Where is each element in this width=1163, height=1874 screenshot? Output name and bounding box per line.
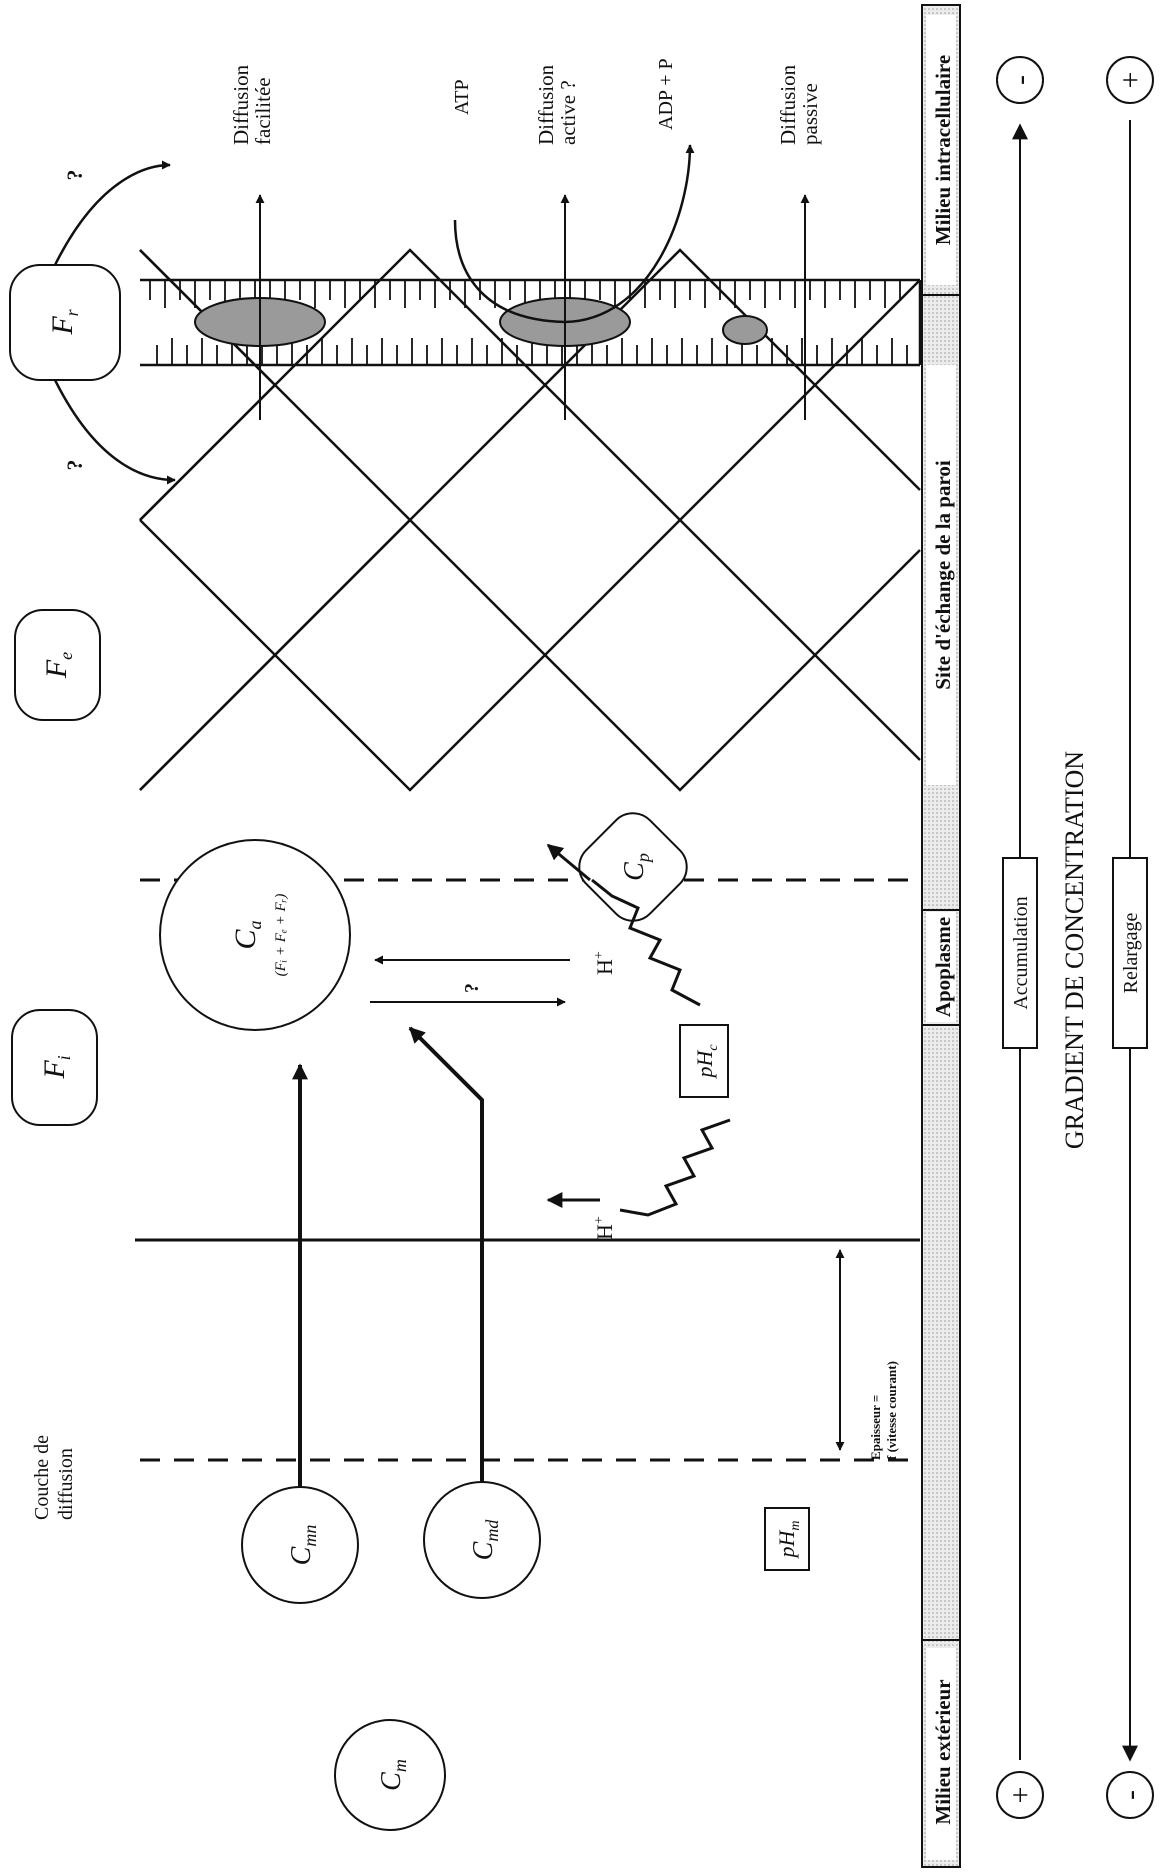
phc-symbol-sub: c [706,1044,721,1051]
cp-symbol-sub: p [633,853,653,864]
phm-symbol-sub: m [788,1520,803,1530]
cmn-symbol-base: C [286,1546,317,1565]
phc-symbol-base: pH [692,1050,717,1080]
fe-box: Fe [15,610,100,720]
cm-symbol-sub: m [390,1759,410,1772]
diffusion-facilitee-label-2: facilitée [251,77,275,145]
phc-box: pHc [680,1025,728,1097]
fi-symbol-sub: i [54,1055,74,1060]
accumulation-minus-text: - [1004,75,1037,85]
passive-pore [723,316,767,344]
hplus-label-lower: H+ [592,1216,617,1240]
zone-label-milieu-intracellulaire: Milieu intracellulaire [931,55,955,245]
fr-question-upper: ? [62,170,87,181]
cmd-to-ca-arrow [410,1028,482,1482]
cmd-symbol-base: C [468,1541,499,1560]
zone-band: Milieu extérieur Apoplasme Site d'échang… [922,5,960,1867]
gradient-section: Accumulation Relargage GRADIENT DE CONCE… [997,57,1153,1818]
atp-adp-arc [455,145,690,322]
cm-symbol-base: C [376,1772,407,1791]
relargage-minus-text: - [1114,1790,1147,1800]
cp-symbol-base: C [619,862,650,881]
phm-symbol-base: pH [774,1530,799,1560]
cmn-species: Cmn [242,1487,358,1603]
diffusion-active-label-1: Diffusion [534,64,558,145]
gradient-title: GRADIENT DE CONCENTRATION [1060,751,1089,1149]
zone-label-milieu-exterieur: Milieu extérieur [931,1679,955,1824]
fi-box: Fi [12,1010,97,1125]
epaisseur-label-1: Epaisseur = [868,1395,883,1460]
atp-label: ATP [451,79,473,115]
accumulation-plus-text: + [1004,1787,1037,1804]
diffusion-layer: Couche de diffusion Epaisseur = f (vites… [31,880,920,1520]
zone-label-site-echange: Site d'échange de la paroi [931,460,955,690]
couche-diffusion-label-2: diffusion [55,1448,77,1520]
diffusion-facilitee-label-1: Diffusion [229,64,253,145]
adp-label: ADP + P [655,58,677,130]
fr-symbol-base: F [46,316,79,336]
diffusion-active-label-2: active ? [556,80,580,145]
fr-symbol-sub: r [62,308,82,316]
diffusion-passive-label-2: passive [798,83,822,145]
relargage-label: Relargage [1120,913,1142,994]
equilibrium-question: ? [461,983,483,993]
couche-diffusion-label-1: Couche de [31,1435,53,1520]
phm-box: pHm [765,1508,809,1570]
cp-species: Cp [569,803,696,930]
diffusion-passive-label-1: Diffusion [776,64,800,145]
zone-label-apoplasme: Apoplasme [931,917,955,1017]
fr-box: Fr [10,265,120,380]
hplus-zigzag-lower [620,1120,730,1215]
cmn-symbol-sub: mn [300,1525,320,1547]
relargage-plus-text: + [1114,72,1147,89]
fi-symbol-base: F [38,1060,71,1080]
fe-symbol-sub: e [56,652,76,660]
cmd-symbol-sub: md [482,1519,502,1542]
ca-symbol-base: C [229,929,262,950]
fr-question-lower: ? [62,460,87,471]
epaisseur-label-2: f (vitesse courant) [884,1361,899,1460]
ca-species: Ca (Fᵢ + Fₑ + Fᵣ) [160,840,350,1030]
cm-species: Cm [335,1720,445,1830]
accumulation-label: Accumulation [1010,896,1032,1009]
ca-formula: (Fᵢ + Fₑ + Fᵣ) [273,894,289,977]
ca-symbol-sub: a [245,920,265,929]
fe-symbol-base: F [40,659,73,679]
cmd-species: Cmd [424,1482,540,1598]
hplus-label-upper: H+ [592,951,617,975]
